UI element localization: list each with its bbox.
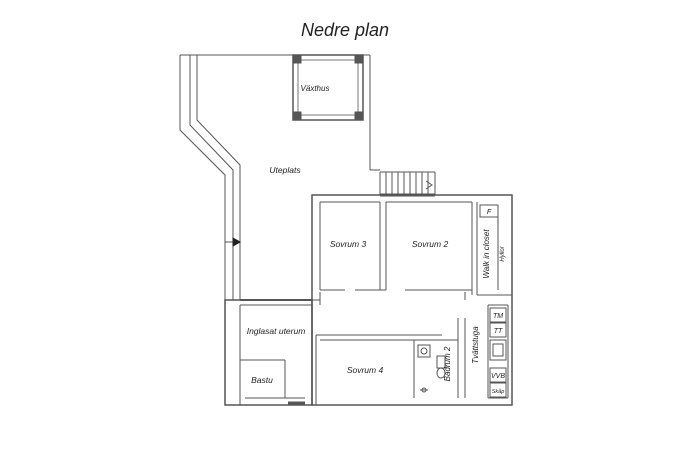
room-label-tvattstuga: Tvättstuga <box>471 326 480 364</box>
laundry-appliances <box>489 307 507 398</box>
entrance-arrow <box>225 237 242 247</box>
fixture-label-tm: TM <box>493 313 503 320</box>
interior-walls-lower <box>239 292 509 405</box>
interior-walls-upper <box>319 201 512 300</box>
room-label-walk-in-closet: Walk in closet <box>482 229 491 279</box>
room-label-vaxthus: Växthus <box>301 84 330 93</box>
greenhouse <box>292 54 364 121</box>
plan-title: Nedre plan <box>300 20 390 40</box>
room-label-bastu: Bastu <box>251 375 273 385</box>
room-label-sovrum3: Sovrum 3 <box>330 239 367 249</box>
terrace-outline <box>179 54 380 405</box>
room-label-uteplats: Uteplats <box>269 165 301 175</box>
label-hyllor: Hyllor <box>500 245 506 261</box>
room-label-inglasat-uterum: Inglasat uterum <box>247 326 306 336</box>
room-label-badrum2: Badrum 2 <box>443 346 452 381</box>
fixture-label-vvb: VVB <box>491 373 505 380</box>
stairs <box>379 171 436 195</box>
room-label-sovrum2: Sovrum 2 <box>412 239 449 249</box>
fixture-label-tt: TT <box>494 328 503 335</box>
bathroom-fixtures <box>417 344 446 393</box>
room-label-sovrum4: Sovrum 4 <box>347 365 384 375</box>
fixture-label-skap: Skåp <box>492 388 505 395</box>
fixture-label-f: F <box>487 209 492 216</box>
